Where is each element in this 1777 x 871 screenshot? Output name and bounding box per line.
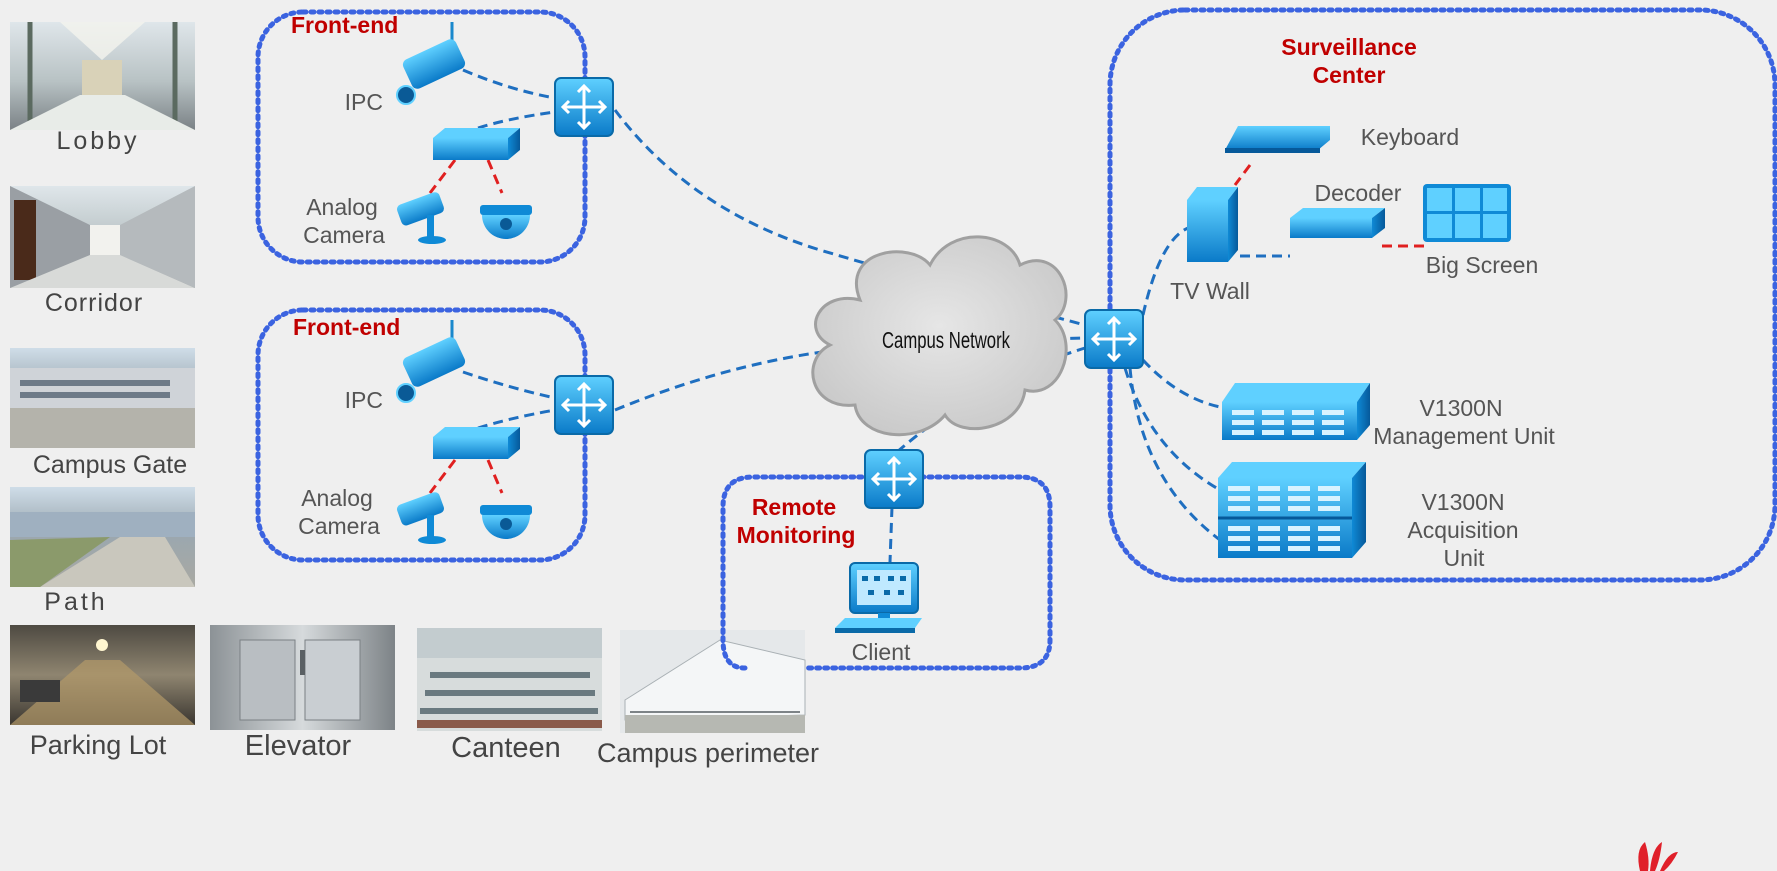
photo-campus-gate [10,348,195,448]
surveillance-center-zone [1107,7,1777,583]
surveillance-title-line1: Surveillance [1281,34,1417,60]
switch-frontend-2 [554,375,614,435]
ipc-camera-1 [396,22,466,105]
huawei-logo [1638,842,1678,871]
analog-camera-2 [396,492,446,544]
photo-label-corridor: Corridor [45,289,143,317]
link-core-acq-b [1128,367,1221,542]
analog-2-label-line2: Camera [298,513,380,539]
acq-unit-label-line1: V1300N [1421,489,1504,515]
link-keyboard-tvwall [1233,164,1252,186]
decoder-label: Decoder [1315,180,1402,206]
link-ipc2-switch2 [462,370,556,400]
v1300n-management-unit [1222,383,1370,440]
client-label: Client [852,639,911,665]
link-remote-client [888,506,894,563]
tv-wall-label: TV Wall [1170,278,1250,304]
photo-label-elevator: Elevator [245,730,352,762]
dome-camera-1 [480,205,532,239]
photo-label-lobby: Lobby [56,127,139,155]
photo-label-campus-gate: Campus Gate [33,451,187,479]
photo-path [10,487,195,587]
mgmt-unit-label-line1: V1300N [1419,395,1502,421]
campus-network-cloud [811,235,1068,437]
switch-core [1084,309,1144,369]
ipc-2-label: IPC [345,387,383,413]
acq-unit-label-line3: Unit [1444,545,1486,571]
photo-label-path: Path [44,588,107,616]
big-screen-label: Big Screen [1426,252,1539,278]
decoder-device [1290,208,1385,238]
switch-remote [864,449,924,509]
link-dvr2-dome2 [486,459,504,494]
keyboard-device [1225,126,1330,153]
keyboard-label: Keyboard [1361,124,1459,150]
photo-lobby [10,22,195,130]
link-dvr1-dome1 [486,159,504,194]
photo-campus-perimeter [620,630,806,733]
photo-corridor [10,186,195,288]
ipc-camera-2 [396,320,466,403]
link-dvr1-switch1 [477,110,556,130]
photo-canteen [417,628,602,731]
analog-camera-1 [396,192,446,244]
campus-network-label: Campus Network [882,327,1010,353]
link-ipc1-switch1 [462,68,556,100]
photo-parking-lot [10,625,195,725]
switch-frontend-1 [554,77,614,137]
link-core-mgmt [1141,358,1226,410]
mgmt-unit-label-line2: Management Unit [1373,423,1555,449]
analog-2-label-line1: Analog [301,485,373,511]
v1300n-acquisition-unit [1218,462,1366,558]
ipc-1-label: IPC [345,89,383,115]
photo-elevator [210,625,395,730]
analog-1-label-line1: Analog [306,194,378,220]
remote-title-line1: Remote [752,494,836,520]
surveillance-title-line2: Center [1313,62,1386,88]
client-workstation [835,562,922,633]
dvr-1 [433,128,520,160]
analog-1-label-line2: Camera [303,222,385,248]
big-screen-device [1423,184,1511,242]
dome-camera-2 [480,505,532,539]
link-dvr2-switch2 [477,408,556,430]
acq-unit-label-line2: Acquisition [1407,517,1518,543]
link-dvr1-analog1 [428,159,457,194]
tv-wall-server [1187,187,1238,262]
photo-label-canteen: Canteen [451,732,561,764]
photo-label-campus-perimeter: Campus perimeter [597,738,819,768]
photo-label-parking-lot: Parking Lot [30,730,167,760]
remote-title-line2: Monitoring [737,522,856,548]
frontend-2-title: Front-end [293,314,400,340]
link-dvr2-analog2 [428,459,457,494]
frontend-1-title: Front-end [291,12,398,38]
dvr-2 [433,427,520,459]
remote-monitoring-zone [720,474,1053,671]
